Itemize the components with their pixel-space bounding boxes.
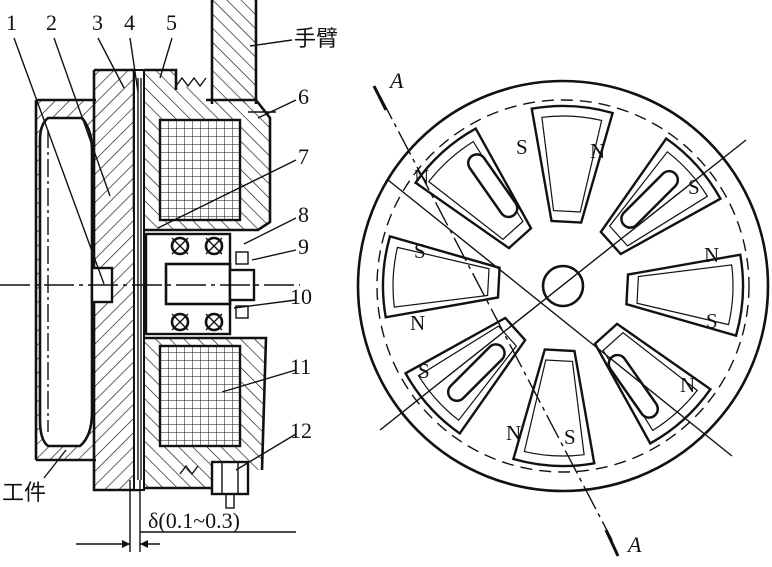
pole-label-6: S: [706, 309, 718, 333]
pole-segment-inner: [636, 264, 734, 326]
part-number-5: 5: [166, 10, 177, 35]
part-number-3: 3: [92, 10, 103, 35]
centerline-front-1: [379, 139, 747, 431]
part-number-7: 7: [298, 144, 309, 169]
part-number-11: 11: [290, 354, 311, 379]
pole-label-8: S: [564, 425, 576, 449]
pole-segment-inner: [427, 140, 524, 241]
workpiece: [34, 98, 96, 462]
pole-label-9: N: [506, 421, 521, 445]
gap-label: δ(0.1~0.3): [148, 508, 240, 533]
part-number-10: 10: [290, 284, 312, 309]
bottom-bolt: [210, 460, 250, 509]
section-view: 1 2 3 4 5 6 7 8 9 10 11 12 手臂 工件 δ(0.1~0…: [0, 0, 338, 552]
part-number-8: 8: [298, 202, 309, 227]
part-number-6: 6: [298, 84, 309, 109]
workpiece-label: 工件: [2, 481, 46, 506]
chuck-face-dashed: [376, 99, 750, 473]
part-number-2: 2: [46, 10, 57, 35]
slot-fill: [449, 345, 504, 400]
coil-lower: [158, 344, 242, 448]
section-line-ends: [372, 85, 620, 557]
slot-fill: [622, 172, 677, 227]
part-number-4: 4: [124, 10, 135, 35]
pole-label-4: S: [688, 175, 700, 199]
pole-label-11: N: [410, 311, 425, 335]
front-view: A A N S N S N S N S N S N S: [356, 68, 770, 557]
pole-label-12: S: [414, 239, 426, 263]
pole-segment-inner: [602, 331, 699, 432]
arm: [210, 0, 258, 104]
shaft-bearing: [144, 232, 256, 336]
centerline-front-2: [387, 179, 733, 457]
pole-segment: [413, 126, 533, 250]
section-label-bottom: A: [626, 532, 642, 557]
gap-dimension: [76, 480, 296, 552]
part-number-1: 1: [6, 10, 17, 35]
pole-label-3: N: [590, 139, 605, 163]
arm-label: 手臂: [294, 27, 338, 52]
pole-label-10: S: [418, 359, 430, 383]
pole-segment-inner: [608, 150, 709, 247]
section-line-a: [379, 95, 613, 541]
pole-segment-inner: [392, 246, 490, 308]
slots: [446, 153, 680, 419]
pole-segment-inner: [541, 115, 603, 213]
pole-segment-inner: [523, 359, 585, 457]
pole-label-2: S: [516, 135, 528, 159]
leader-lines: [13, 37, 297, 479]
pole-labels: N S N S N S N S N S N S: [410, 135, 719, 449]
slot-fill: [469, 155, 517, 216]
center-hole: [541, 264, 585, 308]
coil-upper: [158, 118, 242, 222]
part-number-12: 12: [290, 418, 312, 443]
part-number-9: 9: [298, 234, 309, 259]
part-number-labels: 1 2 3 4 5 6 7 8 9 10 11 12: [6, 10, 312, 443]
slot-fill: [609, 356, 657, 417]
pole-segment: [593, 322, 713, 446]
pole-label-1: N: [414, 165, 429, 189]
pole-label-7: N: [680, 373, 695, 397]
section-label-top: A: [388, 68, 404, 93]
pole-label-5: N: [704, 243, 719, 267]
